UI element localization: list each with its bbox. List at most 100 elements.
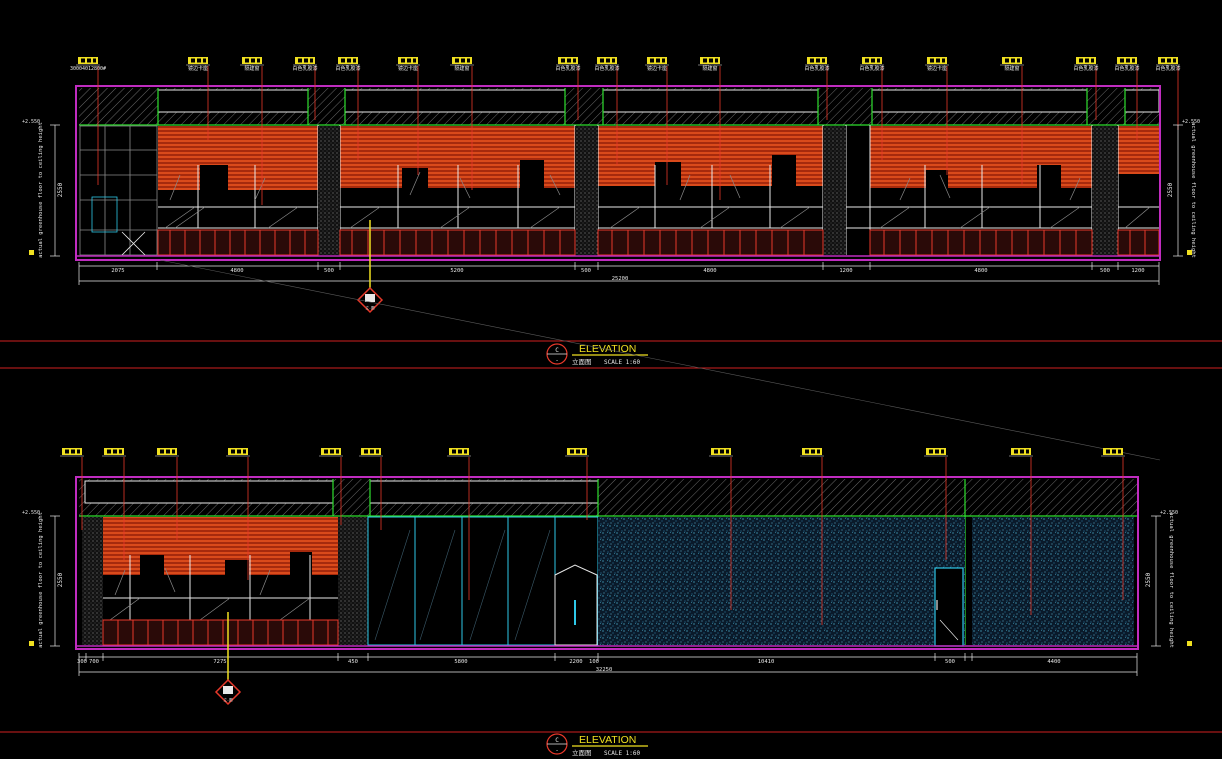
elevation-scale-bottom: SCALE 1:60 [604,750,641,757]
material-tag: 镜边卡座 [925,57,949,72]
material-tag [565,448,589,457]
dimension-label: 4400 [1047,659,1060,665]
dimension-label: 700 [89,659,99,665]
leader-lines-top [97,66,1179,205]
material-tag: 隔建窗 [1000,57,1024,72]
dimension-label: 4800 [974,268,987,274]
material-tags-bottom [60,448,1125,457]
bench-row-bottom [102,619,339,646]
height-dimension-left-top [50,124,60,257]
top-level-right: +2.550 [1182,119,1200,125]
textured-wall-left [598,517,965,645]
tag-label: 镜边卡座 [647,65,667,72]
material-tag [359,448,383,457]
tag-label: 白色乳胶漆 [555,65,580,72]
material-tag: 30004012800# [70,57,106,72]
material-tag [319,448,343,457]
title-block-bottom: C - ELEVATION 立面图 SCALE 1:60 [546,733,648,757]
stone-column-mid [338,517,368,645]
dimension-label: 2200 [569,659,582,665]
tag-label: 镜边卡座 [188,65,208,72]
dimension-label: 4800 [230,268,243,274]
material-tag: 白色乳胶漆 [1114,57,1140,72]
dimension-label: 2075 [111,268,124,274]
height-dim-text-left: 2550 [57,182,64,197]
level-marker-right [1187,250,1192,255]
tag-label: 白色乳胶漆 [594,65,619,72]
material-tag [447,448,471,457]
elevation-subtitle-top: 立面图 [572,357,592,366]
elevation-subtitle-bottom: 立面图 [572,748,592,757]
panel-cutouts [200,155,1061,200]
tag-label: 隔建窗 [244,65,259,72]
elevation-title-bottom: ELEVATION [579,734,636,746]
bench-row-top [157,229,1160,256]
dimension-label: 1200 [839,268,852,274]
textured-wall-right [972,517,1134,645]
tag-label: 镜边卡座 [398,65,418,72]
dimension-label: 500 [945,659,955,665]
material-tags-top: 30004012800#镜边卡座隔建窗白色乳胶漆白色乳胶漆镜边卡座隔建窗白色乳胶… [70,57,1181,72]
section-marker-bottom: 立-图 [214,678,242,706]
material-tag: 白色乳胶漆 [594,57,620,72]
tag-label: 白色乳胶漆 [1155,65,1180,72]
material-tag [1101,448,1125,457]
tag-label: 30004012800# [70,66,106,72]
material-tag [155,448,179,457]
svg-text:C: C [555,737,559,744]
svg-text:立-图: 立-图 [365,305,375,310]
material-tag: 隔建窗 [450,57,474,72]
glass-diagonals [164,171,1151,229]
material-tag [226,448,250,457]
material-tag [60,448,84,457]
material-tag: 白色乳胶漆 [292,57,318,72]
tag-label: 镜边卡座 [927,65,947,72]
dimension-label: 7275 [213,659,226,665]
svg-text:-: - [555,747,559,754]
left-tile-wall [79,125,158,256]
dimension-label: 10410 [758,659,775,665]
leader-lines-bottom [81,457,1124,625]
glass-partition [367,516,599,646]
svg-text:-: - [555,357,559,364]
material-tag: 镜边卡座 [396,57,420,72]
total-dimension-top: 25200 [612,276,629,282]
material-tag: 白色乳胶漆 [555,57,581,72]
elevation-frame-bottom [75,476,1139,650]
material-tag: 白色乳胶漆 [335,57,361,72]
height-note-left-b: actual greenhouse floor to ceiling heigh… [38,512,44,648]
top-level-right-b: +2.550 [1160,510,1178,516]
total-dimension-bottom: 32250 [596,667,613,673]
tag-label: 白色乳胶漆 [859,65,884,72]
tag-label: 隔建窗 [454,65,469,72]
dimension-label: 5800 [454,659,467,665]
tag-label: 白色乳胶漆 [1073,65,1098,72]
height-dim-text-right: 2550 [1167,182,1174,197]
dimension-label: 4800 [703,268,716,274]
material-tag: 白色乳胶漆 [1155,57,1181,72]
svg-text:立-图: 立-图 [223,697,233,702]
dimension-label: 100 [589,659,599,665]
material-tag: 隔建窗 [698,57,722,72]
tag-label: 白色乳胶漆 [292,65,317,72]
height-dimension-right-top [1173,124,1183,257]
material-tag: 镜边卡座 [186,57,210,72]
bottom-dimensions-top [78,262,1160,285]
material-tag: 白色乳胶漆 [804,57,830,72]
stone-columns [318,126,1118,255]
height-dim-text-right-b: 2550 [1145,572,1152,587]
elevation-title-top: ELEVATION [579,343,636,355]
material-tag: 白色乳胶漆 [859,57,885,72]
green-outlines [79,88,1159,126]
tag-label: 白色乳胶漆 [804,65,829,72]
top-level-left: +2.550 [22,119,40,125]
dimension-label: 1200 [1131,268,1144,274]
dimension-label: 500 [324,268,334,274]
material-tag [102,448,126,457]
material-tag [924,448,948,457]
elevation-frame-top [75,85,1161,261]
section-marker-top: 立-图 [356,286,384,314]
